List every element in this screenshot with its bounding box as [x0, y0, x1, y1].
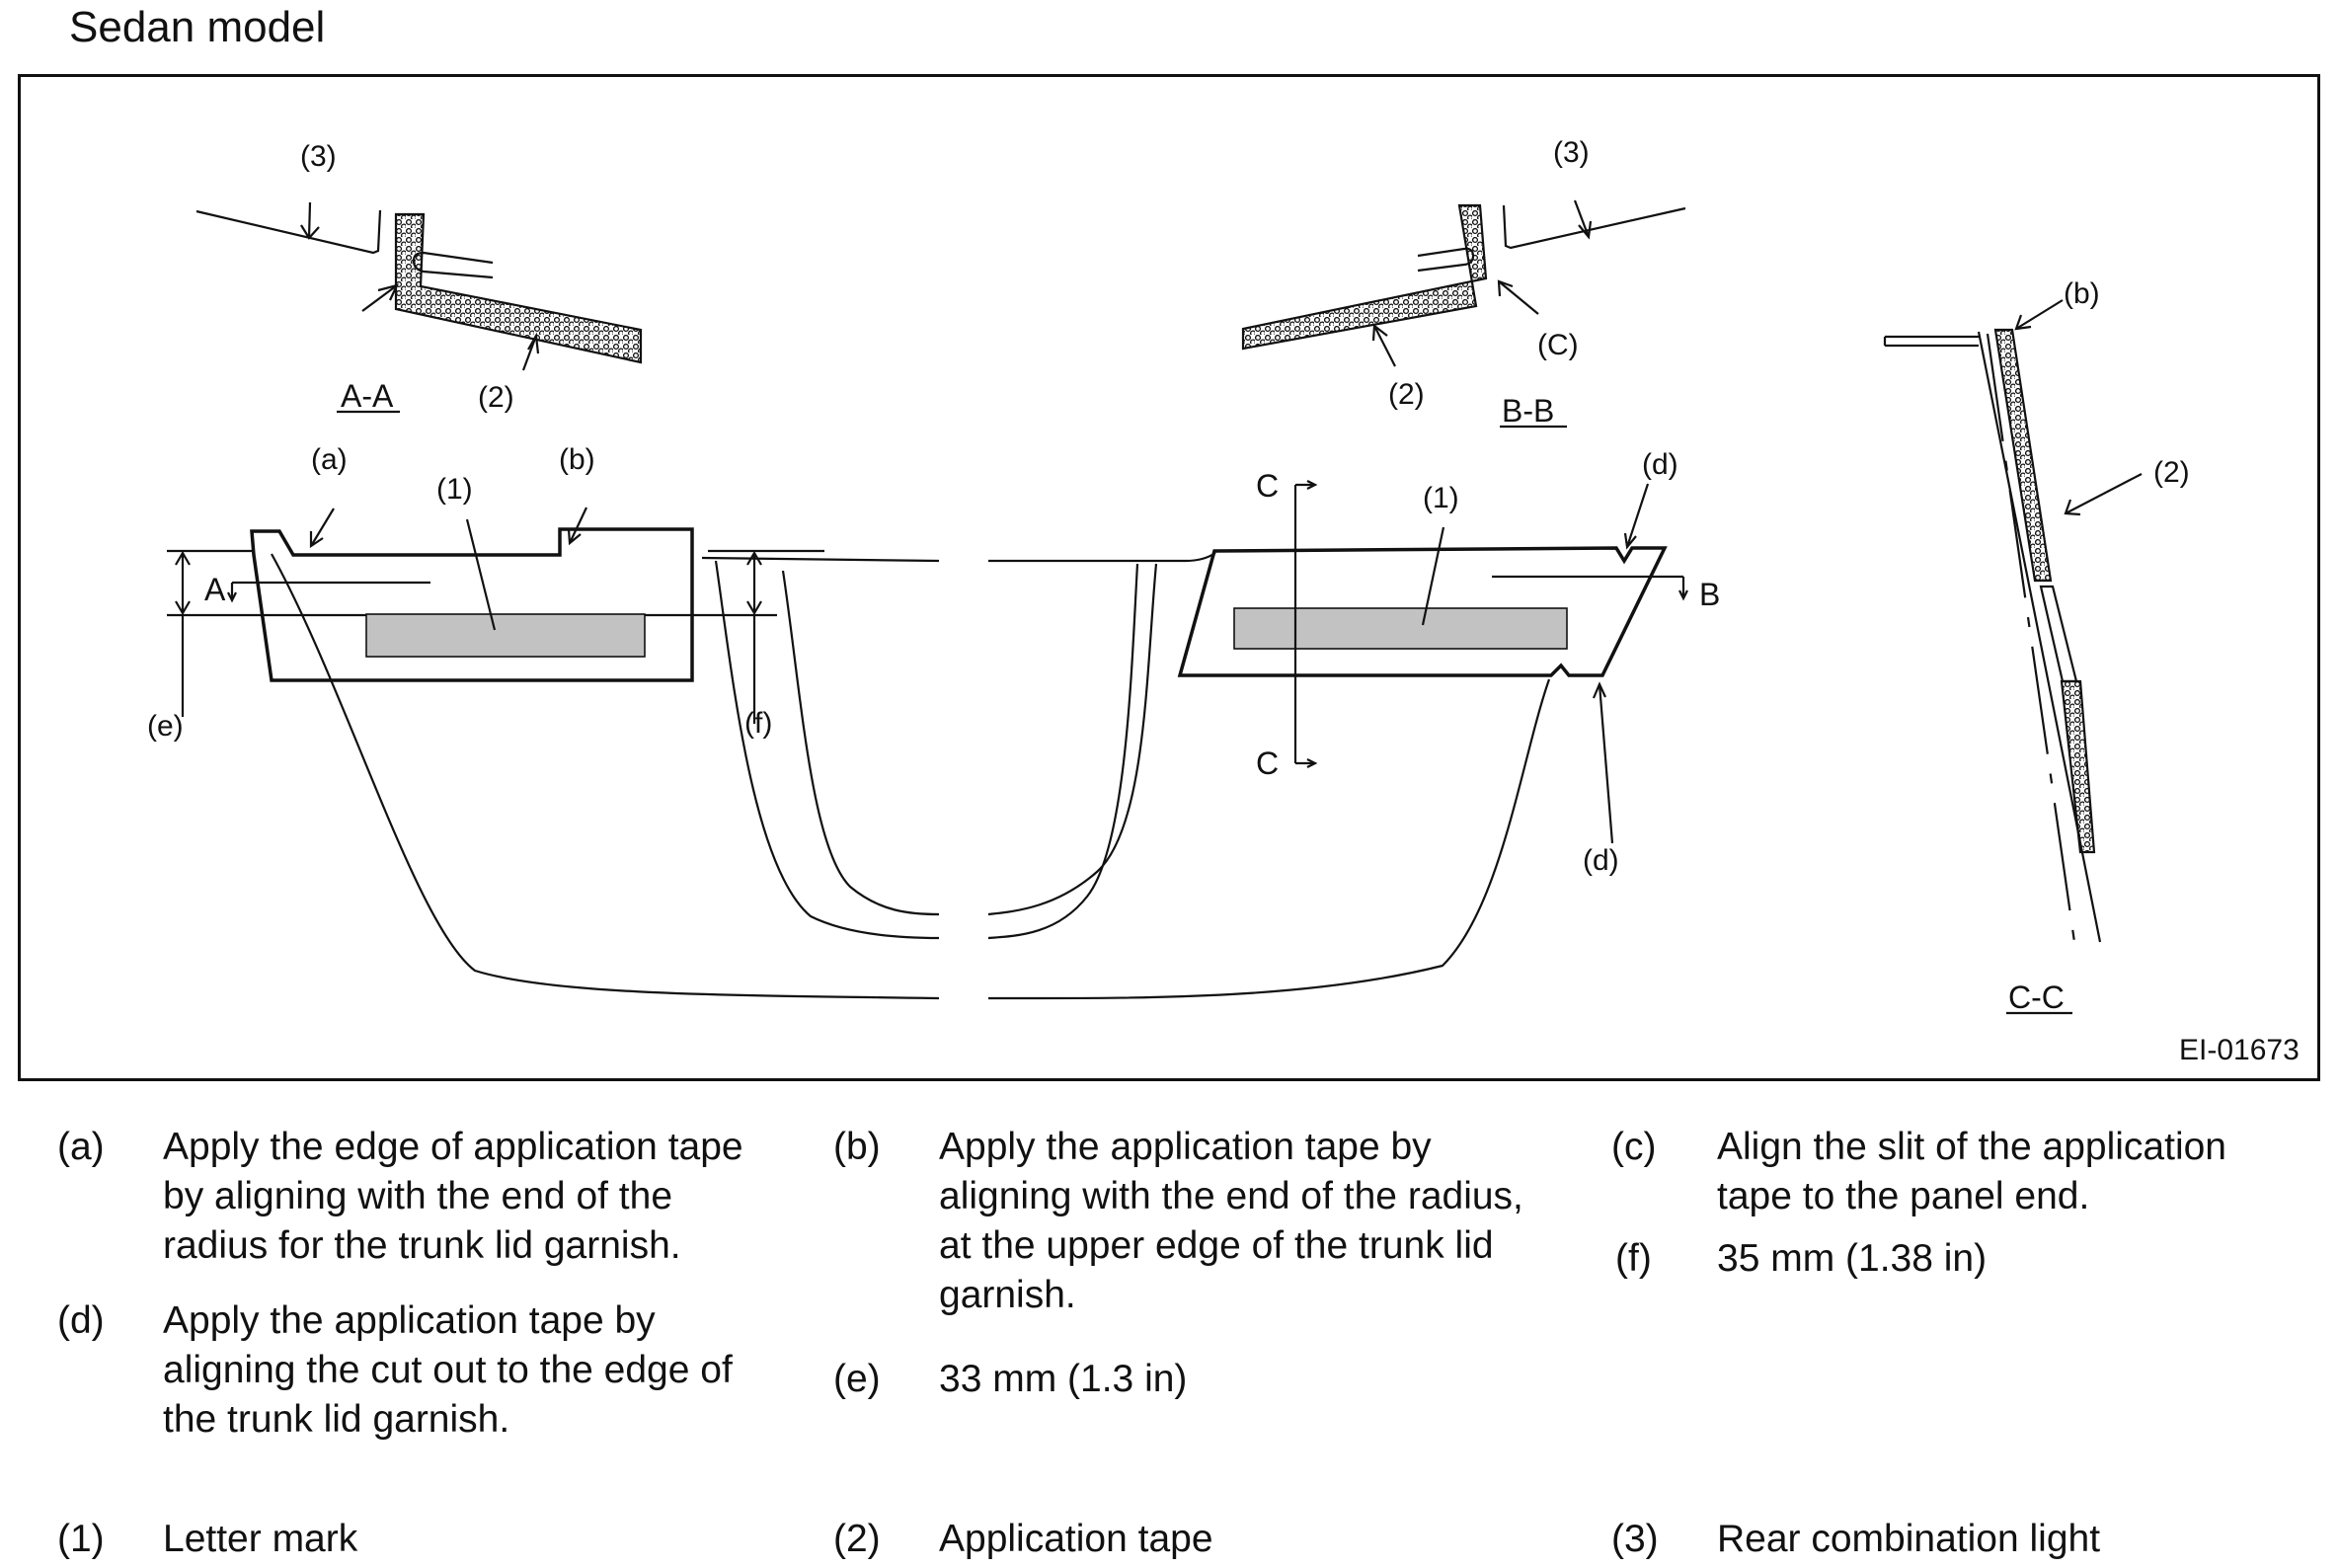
- garnish-left-outline: [250, 527, 694, 682]
- section-a-a: [195, 201, 643, 414]
- label-d-top: (d): [1642, 448, 1678, 481]
- note-line: at the upper edge of the trunk lid: [939, 1224, 1494, 1267]
- leader-2-cc: [2065, 473, 2143, 514]
- tape-profile-c-lower: [2060, 679, 2096, 854]
- label-1-left: (1): [436, 473, 473, 506]
- body-line-inner-right: [987, 563, 1158, 916]
- part-label: Application tape: [939, 1518, 1213, 1560]
- label-d-bottom: (d): [1583, 844, 1619, 877]
- installation-diagram: (3) (3) (2) (2) (C) (b) (2) (a) (b) (1) …: [147, 136, 2300, 1066]
- leader-b: [569, 507, 587, 544]
- note-line: aligning the cut out to the edge of: [163, 1349, 733, 1391]
- note-line: aligning with the end of the radius,: [939, 1175, 1523, 1217]
- figure-code: EI-01673: [2179, 1034, 2300, 1066]
- note-line: Apply the application tape by: [163, 1299, 656, 1342]
- part-label: Letter mark: [163, 1518, 358, 1560]
- trunk-lid-garnish-view: [167, 480, 1688, 1000]
- note-key: (e): [833, 1358, 881, 1400]
- section-mark-b: B: [1699, 577, 1720, 612]
- section-b-b: [1241, 199, 1686, 429]
- note-key: (c): [1611, 1126, 1657, 1168]
- note-line: garnish.: [939, 1274, 1076, 1316]
- garnish-right-outline: [1177, 546, 1668, 677]
- label-2-bb: (2): [1388, 378, 1425, 411]
- label-b: (b): [559, 443, 595, 476]
- body-line-outer-left: [271, 553, 940, 1000]
- note-key: (d): [57, 1299, 105, 1342]
- note-key: (b): [833, 1126, 881, 1168]
- letter-mark-right: [1233, 607, 1568, 650]
- diagram-labels: (3) (3) (2) (2) (C) (b) (2) (a) (b) (1) …: [147, 136, 2300, 1066]
- panel-line-back: [1986, 333, 2076, 943]
- label-f: (f): [744, 707, 772, 740]
- leader-b-cc: [2015, 299, 2064, 330]
- section-label-a-a: A-A: [341, 378, 394, 414]
- leader-3-left: [307, 201, 312, 239]
- note-line: the trunk lid garnish.: [163, 1398, 510, 1441]
- note-line: radius for the trunk lid garnish.: [163, 1224, 681, 1267]
- note-line: Apply the application tape by: [939, 1126, 1432, 1168]
- diagram-frame: (3) (3) (2) (2) (C) (b) (2) (a) (b) (1) …: [18, 74, 2320, 1081]
- body-line-mid-left: [714, 560, 940, 940]
- part-key: (3): [1611, 1518, 1659, 1560]
- tape-slit: [1417, 247, 1475, 273]
- rear-light-outline: [195, 209, 382, 255]
- note-line: Align the slit of the application: [1717, 1126, 2226, 1168]
- part-label: Rear combination light: [1717, 1518, 2101, 1560]
- label-2-aa: (2): [478, 381, 514, 414]
- section-mark-c-bottom: C: [1256, 745, 1279, 781]
- label-e: (e): [147, 710, 184, 743]
- rear-light-outline: [1502, 204, 1686, 250]
- note-line: Apply the edge of application tape: [163, 1126, 743, 1168]
- leader-2-bb: [1373, 325, 1396, 367]
- tape-profile-c-upper: [1993, 328, 2053, 583]
- letter-mark-left: [365, 613, 646, 658]
- note-key: (a): [57, 1126, 105, 1168]
- section-mark-a: A: [204, 572, 226, 607]
- section-label-b-b: B-B: [1502, 393, 1554, 429]
- body-line-outer-right: [987, 678, 1551, 1000]
- page-title: Sedan model: [69, 3, 326, 51]
- tape-slit: [412, 251, 494, 279]
- part-key: (1): [57, 1518, 105, 1560]
- tape-profile-a: [394, 212, 643, 364]
- leader-d-bottom: [1598, 683, 1614, 844]
- label-3-left: (3): [300, 140, 337, 173]
- body-line-mid-right: [987, 563, 1139, 940]
- label-2-cc: (2): [2153, 456, 2190, 489]
- arrow-3-left: [300, 224, 320, 240]
- note-line: 33 mm (1.3 in): [939, 1358, 1188, 1400]
- label-c-bb: (C): [1537, 329, 1579, 361]
- label-b-cc: (b): [2064, 277, 2100, 310]
- label-3-right: (3): [1553, 136, 1590, 169]
- leader-1-right: [1421, 526, 1445, 626]
- leader-c-bb: [1498, 280, 1539, 315]
- body-line-inner-left: [781, 570, 940, 916]
- arrow-c-left: [377, 283, 399, 301]
- note-line: tape to the panel end.: [1717, 1175, 2090, 1217]
- part-key: (2): [833, 1518, 881, 1560]
- leader-a: [310, 508, 335, 547]
- note-line: 35 mm (1.38 in): [1717, 1237, 1988, 1280]
- label-1-right: (1): [1423, 482, 1459, 514]
- section-mark-c-top: C: [1256, 468, 1279, 504]
- tape-profile-b: [1241, 203, 1488, 351]
- note-line: by aligning with the end of the: [163, 1175, 673, 1217]
- section-label-c-c: C-C: [2008, 980, 2065, 1015]
- label-a: (a): [311, 443, 348, 476]
- leader-3-right: [1573, 199, 1591, 238]
- leader-1-left: [465, 518, 497, 631]
- leader-d-top: [1625, 483, 1650, 548]
- note-key: (f): [1615, 1237, 1652, 1280]
- section-c-c: [1883, 299, 2143, 1015]
